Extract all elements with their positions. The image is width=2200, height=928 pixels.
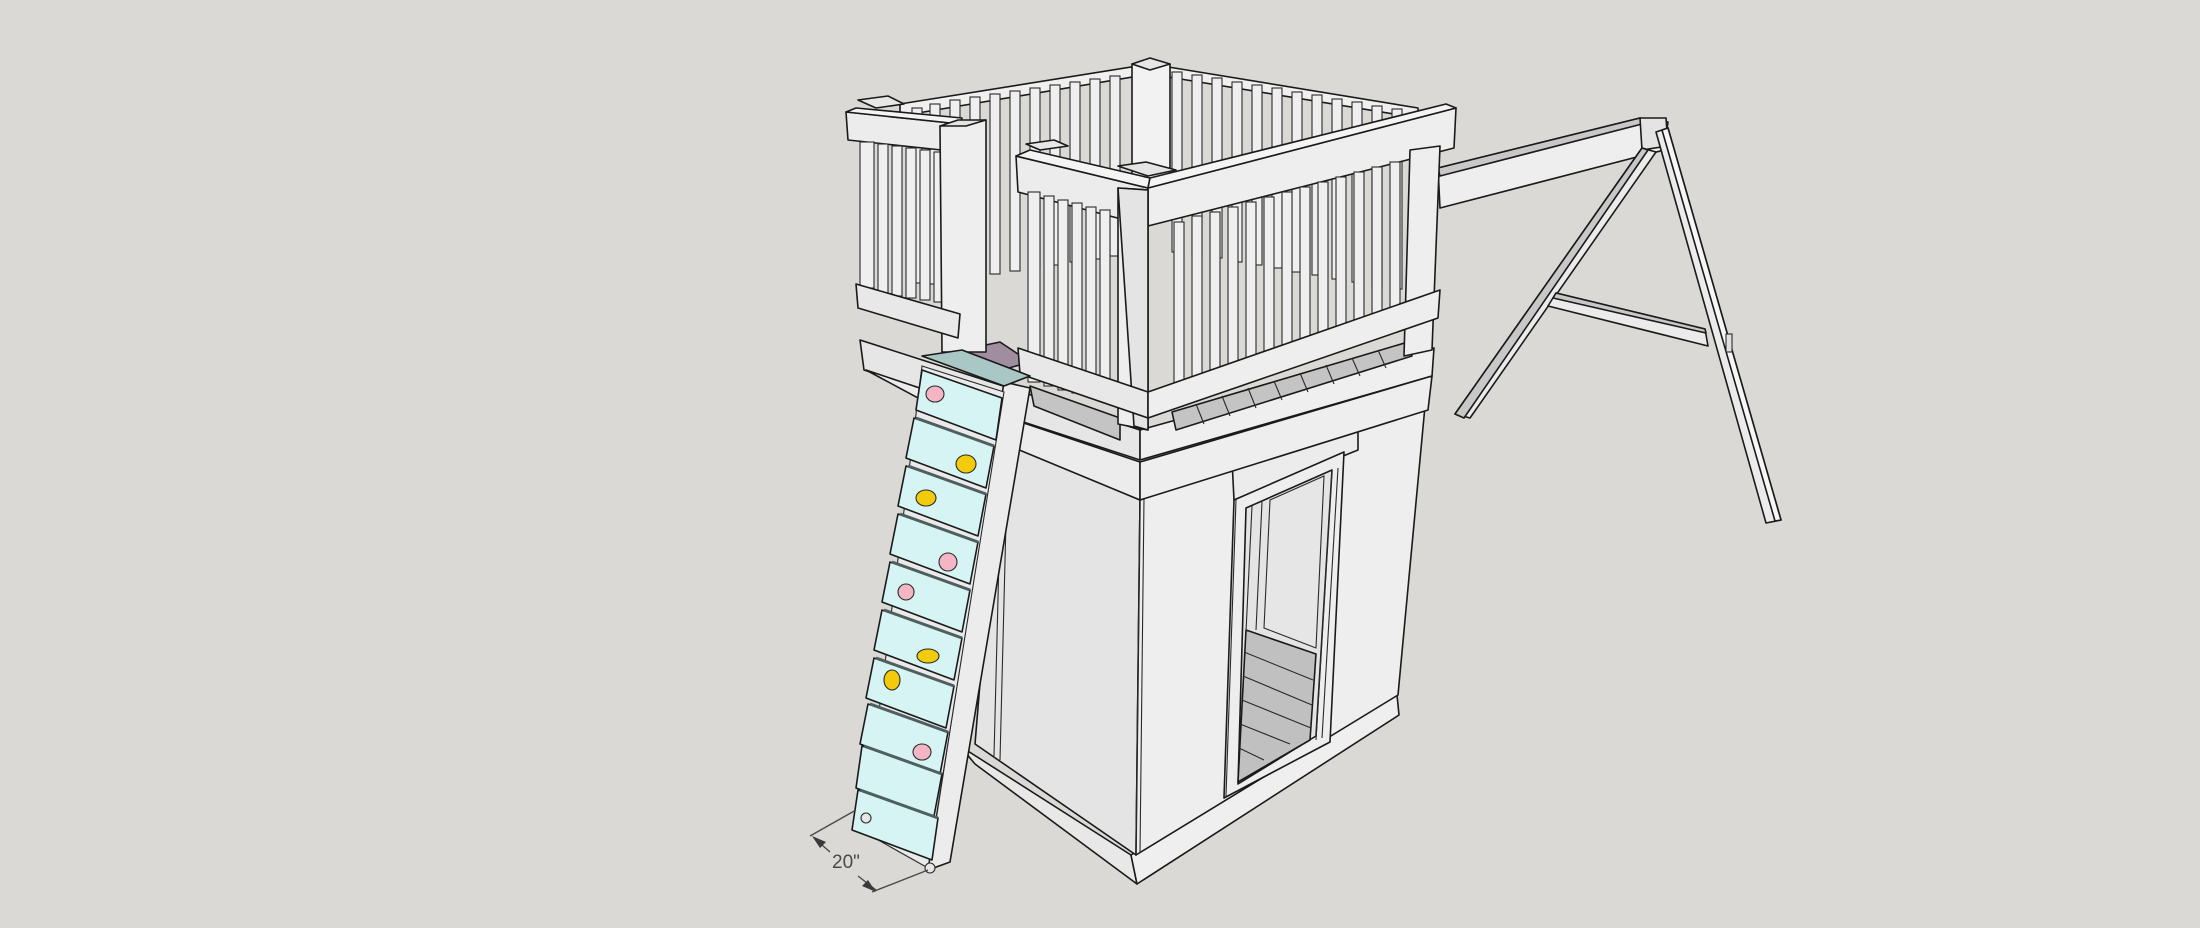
tower-railing[interactable] xyxy=(845,57,1457,431)
dimension-annotation[interactable] xyxy=(809,809,929,893)
climbing-wall[interactable] xyxy=(851,349,1031,874)
climbing-hold-yellow xyxy=(955,454,977,474)
climbing-hold-pink xyxy=(912,743,932,761)
climbing-hold-yellow xyxy=(883,669,901,691)
dimension-label: 20" xyxy=(832,852,860,873)
swing-frame[interactable] xyxy=(1437,117,1782,524)
climbing-hold-yellow xyxy=(916,648,940,664)
climbing-hold-pink xyxy=(897,583,915,601)
climbing-hold-pink xyxy=(938,552,958,572)
climbing-hold-yellow xyxy=(915,489,937,507)
climbing-hold-pink xyxy=(925,385,945,403)
lower-enclosure[interactable] xyxy=(959,373,1429,885)
doorway[interactable] xyxy=(1223,407,1359,799)
